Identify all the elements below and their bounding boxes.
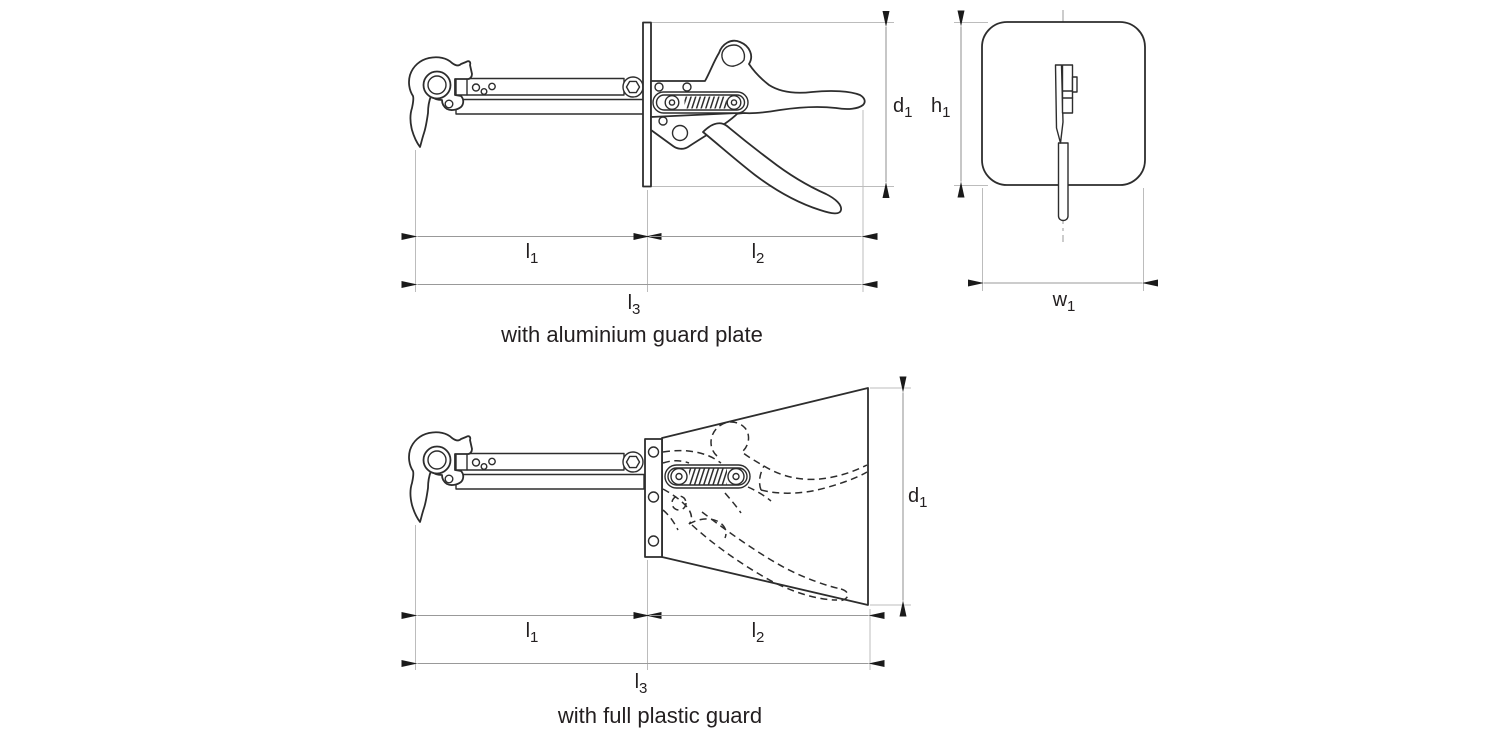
gusset-hole-large (671, 124, 689, 142)
dim-label-l2: l2 (752, 241, 765, 267)
tool-front-silhouette (1054, 64, 1078, 222)
aluminium-guard-plate (642, 21, 652, 188)
dashed-plate-edge-2 (662, 460, 690, 464)
hidden-tool-dashed-outline (662, 421, 868, 602)
spring-eye-right (726, 94, 742, 110)
dim-label-l3: l3 (635, 671, 648, 697)
dashed-hook (710, 421, 765, 467)
spring-assembly-top (652, 91, 749, 114)
tool-left-instance-bottom (408, 431, 645, 523)
dashed-upper-handle-top (763, 464, 868, 481)
dashed-link-1 (747, 486, 772, 502)
dashed-plate-edge-1 (662, 449, 722, 464)
view-full-plastic-guard: d1 l1 l2 l3 with full plastic guard (401, 376, 927, 728)
spring-eye-left-center (668, 99, 676, 106)
dim-label-l3: l3 (628, 292, 641, 318)
lower-handle (702, 122, 842, 215)
dim-label-l1: l1 (526, 620, 539, 646)
spring-coil-hatch (689, 468, 727, 485)
spring-eye-right (727, 467, 745, 486)
spring-eye-right-center (732, 472, 740, 481)
dashed-lower-handle-tip (836, 588, 849, 602)
tool-front-stem (1057, 142, 1069, 222)
mounting-bar-hole-2 (647, 491, 660, 503)
dim-label-w1: w1 (1052, 289, 1076, 315)
tool-front-side-tab (1071, 76, 1078, 93)
dashed-lower-handle-bottom (691, 524, 838, 601)
dashed-gusset-2 (662, 509, 679, 531)
caption-aluminium-guard: with aluminium guard plate (500, 322, 763, 347)
dim-label-l1: l1 (526, 241, 539, 267)
tool-front-blade (1054, 64, 1064, 144)
tool-left-instance-top (408, 56, 645, 148)
tool-front-body (1061, 64, 1074, 114)
mechanism-hole-1 (654, 82, 664, 92)
dashed-link-2 (724, 492, 742, 514)
dim-label-l2: l2 (752, 620, 765, 646)
mechanism-hook-curl (721, 44, 746, 67)
gusset-hole-small (658, 116, 668, 126)
plastic-guard-funnel (661, 387, 869, 606)
dashed-upper-handle-end (758, 465, 765, 491)
dashed-lower-handle-top (701, 511, 842, 590)
mechanism-gusset-plate (650, 112, 739, 150)
spring-eye-right-center (730, 99, 738, 106)
spring-assembly-bottom (664, 464, 751, 489)
mounting-bar-hole-3 (647, 535, 660, 547)
view-front-guard-plate: h1 w1 (931, 10, 1158, 315)
dashed-gusset-3 (688, 518, 727, 539)
spring-eye-left-center (675, 472, 683, 481)
dim-label-d1: d1 (893, 95, 912, 121)
dashed-upper-handle-bottom (760, 471, 868, 494)
mechanism-hole-2 (682, 82, 692, 92)
spring-coil-hatch (684, 96, 727, 109)
dashed-pivot-hole (671, 495, 687, 511)
spring-eye-left (664, 94, 680, 110)
spring-eye-left (670, 467, 688, 486)
mounting-bar-hole-1 (647, 446, 660, 458)
view-aluminium-guard: d1 l1 l2 l3 with aluminium guard plate (401, 11, 912, 347)
dim-label-h1: h1 (931, 95, 950, 121)
dim-label-d1: d1 (908, 485, 927, 511)
caption-full-plastic-guard: with full plastic guard (557, 703, 762, 728)
